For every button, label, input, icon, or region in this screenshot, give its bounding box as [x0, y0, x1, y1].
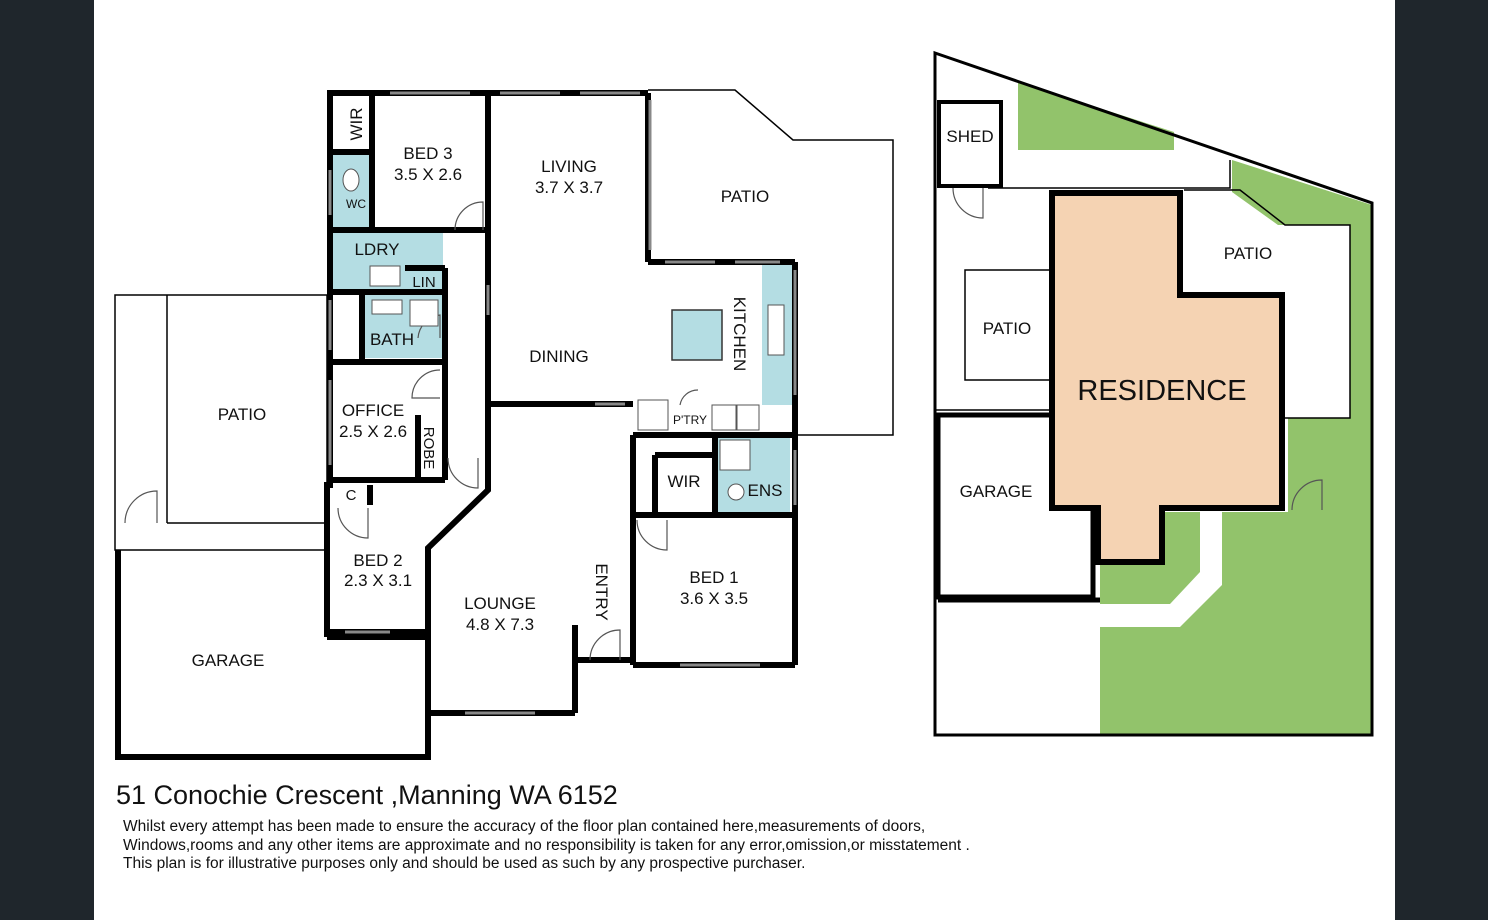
site-label-shed: SHED	[946, 127, 993, 146]
room-label-lounge: LOUNGE	[464, 594, 536, 613]
rear-patio-outline	[648, 89, 894, 436]
room-size-lounge: 4.8 X 7.3	[466, 615, 534, 634]
lawn-east	[1100, 160, 1372, 735]
fixtures	[342, 168, 785, 501]
room-size-bed2: 2.3 X 3.1	[344, 571, 412, 590]
room-label-patio-rear: PATIO	[721, 187, 770, 206]
lawn-north	[1018, 82, 1174, 150]
site-plan: SHED PATIO PATIO RESIDENCE GARAGE	[933, 50, 1374, 737]
room-size-bed1: 3.6 X 3.5	[680, 589, 748, 608]
room-labels: BED 3 3.5 X 2.6 WIR WC LIVING 3.7 X 3.7 …	[192, 107, 783, 670]
windows	[328, 91, 797, 715]
disclaimer-line: Windows,rooms and any other items are ap…	[123, 836, 970, 854]
room-size-living: 3.7 X 3.7	[535, 178, 603, 197]
room-label-bed3: BED 3	[403, 144, 452, 163]
site-shed	[937, 100, 1003, 188]
site-patio-right	[1184, 189, 1351, 419]
room-label-patio-side: PATIO	[218, 405, 267, 424]
room-label-living: LIVING	[541, 157, 597, 176]
room-label-wir-bed1: WIR	[667, 472, 700, 491]
room-label-ldry: LDRY	[354, 240, 399, 259]
room-label-ptry: P'TRY	[673, 413, 707, 427]
room-label-ens: ENS	[748, 481, 783, 500]
room-label-kitchen: KITCHEN	[730, 297, 749, 372]
room-label-bed1: BED 1	[689, 568, 738, 587]
room-label-lin: LIN	[412, 274, 435, 291]
doors	[124, 201, 699, 661]
room-label-dining: DINING	[529, 347, 589, 366]
site-label-patio-right: PATIO	[1224, 244, 1273, 263]
room-label-entry: ENTRY	[592, 563, 611, 620]
lawn-south	[1100, 512, 1200, 604]
kitchen-island	[671, 309, 723, 361]
room-size-office: 2.5 X 2.6	[339, 422, 407, 441]
disclaimer: Whilst every attempt has been made to en…	[123, 818, 970, 874]
floor-plan: BED 3 3.5 X 2.6 WIR WC LIVING 3.7 X 3.7 …	[114, 89, 894, 760]
room-label-bed2: BED 2	[353, 551, 402, 570]
room-label-robe: ROBE	[420, 427, 437, 470]
site-label-residence: RESIDENCE	[1077, 375, 1246, 407]
disclaimer-line: This plan is for illustrative purposes o…	[123, 855, 806, 872]
site-residence	[1049, 190, 1285, 565]
room-label-wc: WC	[346, 197, 366, 211]
room-label-c: C	[346, 487, 357, 504]
site-boundary	[933, 50, 1374, 737]
property-address: 51 Conochie Crescent ,Manning WA 6152	[116, 780, 618, 810]
room-label-garage: GARAGE	[192, 651, 265, 670]
room-label-wir-top: WIR	[347, 107, 366, 140]
site-label-garage: GARAGE	[960, 482, 1033, 501]
site-label-patio-left: PATIO	[983, 319, 1032, 338]
room-label-bath: BATH	[370, 330, 414, 349]
disclaimer-line: Whilst every attempt has been made to en…	[123, 818, 926, 835]
room-label-office: OFFICE	[342, 401, 404, 420]
room-size-bed3: 3.5 X 2.6	[394, 165, 462, 184]
